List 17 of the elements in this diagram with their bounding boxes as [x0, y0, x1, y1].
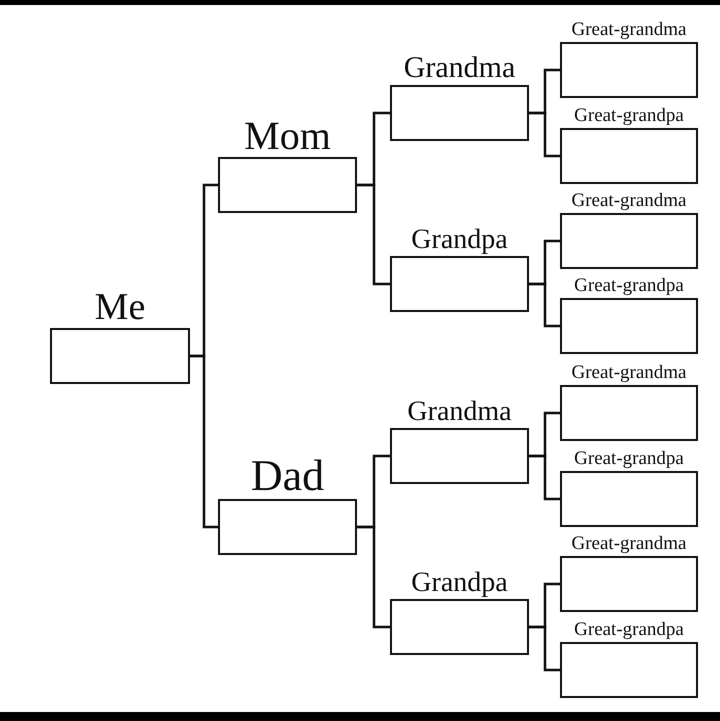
- name-label: Great-grandpa: [573, 449, 685, 468]
- name-label: Great-grandma: [570, 191, 688, 210]
- name-label: Grandpa: [410, 226, 509, 254]
- name-label: Great-grandpa: [573, 106, 685, 125]
- connector-line: [529, 626, 560, 672]
- connector-line: [529, 454, 560, 500]
- connector-line: [357, 184, 390, 286]
- name-label: Great-grandpa: [573, 276, 685, 295]
- name-label: Great-grandpa: [573, 620, 685, 639]
- connector-line: [529, 282, 560, 328]
- name-label: Great-grandma: [570, 534, 688, 553]
- name-label: Grandpa: [410, 569, 509, 597]
- name-label: Great-grandma: [570, 363, 688, 382]
- connector-line: [357, 526, 390, 628]
- name-label: Great-grandma: [570, 20, 688, 39]
- connector-line: [190, 354, 218, 528]
- connector-line: [529, 112, 560, 158]
